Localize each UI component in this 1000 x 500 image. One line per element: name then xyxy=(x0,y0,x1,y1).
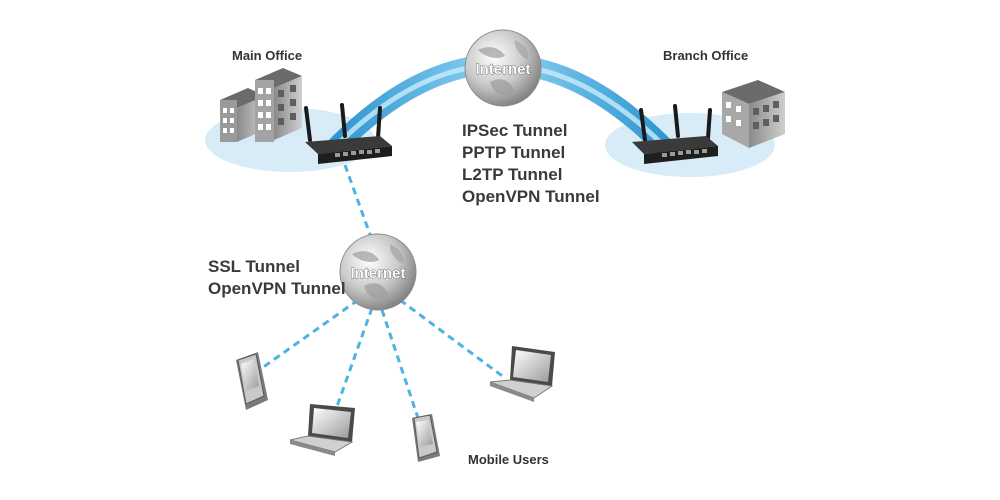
main-office-label: Main Office xyxy=(232,48,303,63)
main-office-building-icon xyxy=(220,68,302,142)
branch-office-label: Branch Office xyxy=(663,48,749,63)
branch-office-building-icon xyxy=(722,80,785,148)
pda-right-icon xyxy=(412,414,440,462)
remote-tunnel-list: SSL Tunnel OpenVPN Tunnel xyxy=(208,256,346,300)
mobile-user-links xyxy=(261,298,506,419)
internet-globe-top-icon: Internet xyxy=(464,29,542,107)
laptop-right-icon xyxy=(489,346,555,402)
link-to-laptop-left xyxy=(333,307,374,413)
tunnel-type-openvpn: OpenVPN Tunnel xyxy=(462,187,600,206)
link-to-laptop-right xyxy=(399,298,506,380)
tunnel-type-pptp: PPTP Tunnel xyxy=(462,143,566,162)
branch-office-router-icon xyxy=(632,104,718,164)
link-to-pda-left xyxy=(261,298,359,370)
laptop-left-icon xyxy=(289,404,355,456)
tunnel-type-ipsec: IPSec Tunnel xyxy=(462,121,568,140)
main-office-router-icon xyxy=(304,103,392,164)
pda-left-icon xyxy=(236,352,268,410)
internet-globe-bottom-icon: Internet xyxy=(339,233,417,311)
internet-label-bottom: Internet xyxy=(350,265,405,282)
tunnel-type-l2tp: L2TP Tunnel xyxy=(462,165,563,184)
tunnel-type-openvpn-remote: OpenVPN Tunnel xyxy=(208,279,346,298)
main-office-to-internet-link xyxy=(343,164,374,241)
mobile-users-label: Mobile Users xyxy=(468,452,549,467)
tunnel-type-ssl: SSL Tunnel xyxy=(208,257,300,276)
site-to-site-tunnel-list: IPSec Tunnel PPTP Tunnel L2TP Tunnel Ope… xyxy=(462,120,600,208)
link-to-pda-right xyxy=(380,309,420,419)
internet-label-top: Internet xyxy=(475,61,530,78)
